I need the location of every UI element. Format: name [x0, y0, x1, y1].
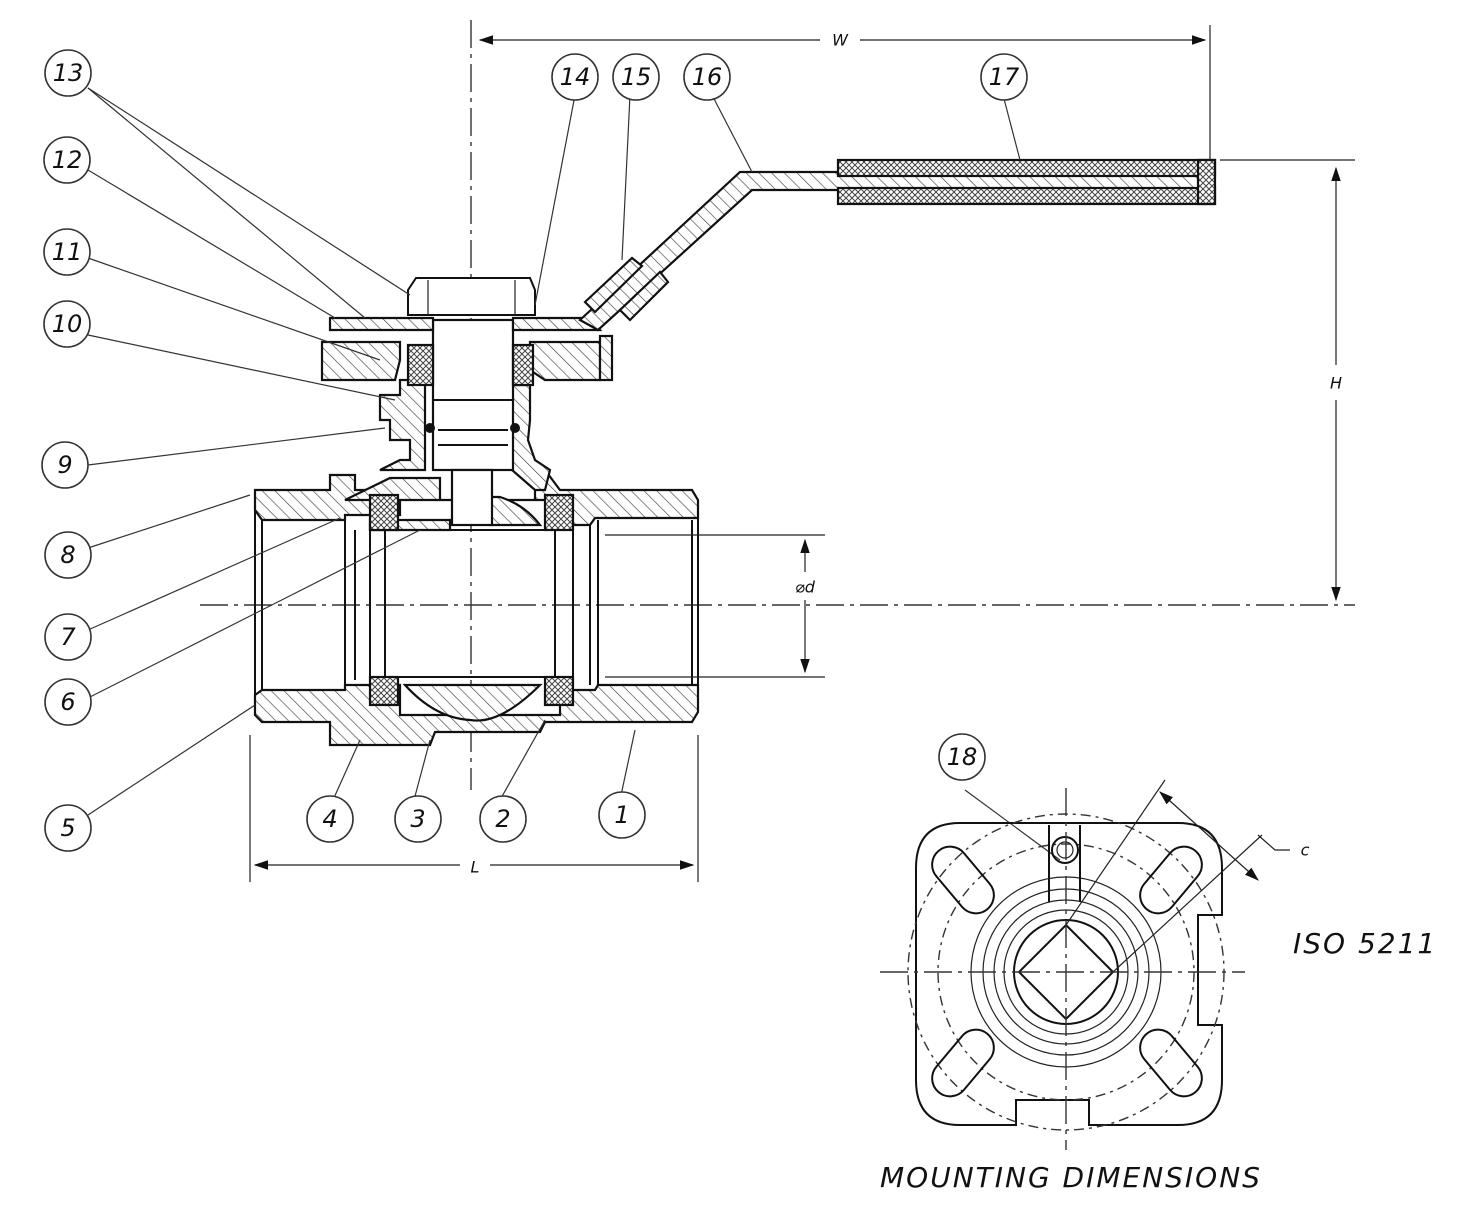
- part-bubble-8: 8: [44, 531, 92, 579]
- dimension-h: H: [1220, 159, 1355, 602]
- part-bubble-6: 6: [44, 678, 92, 726]
- part-bubble-3: 3: [394, 795, 442, 843]
- svg-text:17: 17: [989, 63, 1020, 91]
- svg-text:8: 8: [60, 541, 75, 569]
- part-bubble-13: 13: [44, 49, 92, 97]
- svg-text:2: 2: [495, 805, 510, 833]
- mounting-flange-view: c: [880, 779, 1310, 1150]
- part-bubble-17: 17: [980, 53, 1028, 101]
- svg-text:1: 1: [614, 801, 629, 829]
- svg-text:7: 7: [60, 623, 76, 651]
- svg-text:9: 9: [57, 451, 72, 479]
- dimension-bore-label: ⌀d: [795, 578, 816, 597]
- dimension-l-label: L: [471, 858, 480, 877]
- svg-text:6: 6: [60, 688, 75, 716]
- handle-lever: [578, 158, 1217, 332]
- part-bubble-14: 14: [551, 53, 599, 101]
- part-bubble-1: 1: [598, 791, 646, 839]
- part-bubble-7: 7: [44, 613, 92, 661]
- valve-body: [253, 378, 700, 747]
- part-bubble-18: 18: [938, 733, 986, 781]
- part-bubbles: 1 2 3 4 5 6 7 8 9 10 11 12 13 14 15 16 1…: [41, 49, 1028, 852]
- stem-assembly: [320, 277, 614, 527]
- svg-text:16: 16: [692, 63, 723, 91]
- part-bubble-5: 5: [44, 804, 92, 852]
- svg-text:10: 10: [52, 310, 83, 338]
- part-bubble-4: 4: [306, 795, 354, 843]
- part-bubble-2: 2: [479, 795, 527, 843]
- part-bubble-10: 10: [43, 300, 91, 348]
- iso-standard-label: ISO 5211: [1293, 927, 1437, 960]
- mounting-dimensions-caption: MOUNTING DIMENSIONS: [880, 1161, 1262, 1194]
- part-bubble-11: 11: [43, 228, 91, 276]
- svg-text:15: 15: [621, 63, 652, 91]
- dimension-w-label: W: [832, 31, 849, 50]
- svg-text:11: 11: [52, 238, 83, 266]
- dimension-c-label: c: [1301, 841, 1310, 860]
- center-lines: [200, 20, 1355, 790]
- svg-text:18: 18: [947, 743, 978, 771]
- svg-text:3: 3: [410, 805, 425, 833]
- part-bubble-12: 12: [43, 136, 91, 184]
- svg-text:13: 13: [53, 59, 84, 87]
- dimension-bore: ⌀d: [605, 534, 825, 678]
- part-bubble-9: 9: [41, 441, 89, 489]
- part-bubble-16: 16: [683, 53, 731, 101]
- svg-text:4: 4: [322, 805, 337, 833]
- svg-text:12: 12: [52, 146, 83, 174]
- svg-text:14: 14: [560, 63, 591, 91]
- dimension-h-label: H: [1330, 374, 1342, 393]
- dimension-l: L: [249, 735, 699, 882]
- dimension-w: W: [478, 25, 1211, 160]
- svg-text:5: 5: [60, 814, 75, 842]
- leader-lines: [87, 87, 1061, 861]
- part-bubble-15: 15: [612, 53, 660, 101]
